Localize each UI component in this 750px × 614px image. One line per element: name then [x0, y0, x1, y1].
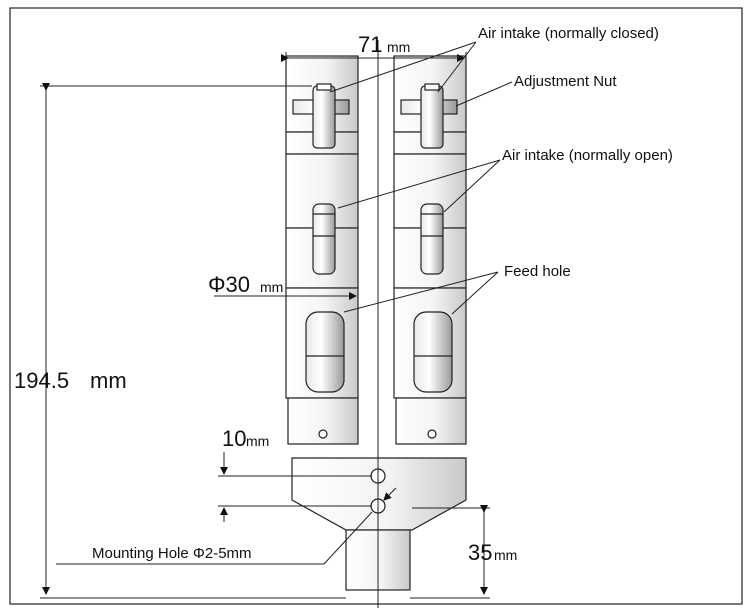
width-value: 71 — [358, 32, 382, 57]
mounting-bracket — [291, 457, 467, 591]
right-closed-fitting-cap — [424, 83, 440, 91]
width-unit: mm — [387, 39, 410, 55]
height-value: 194.5 — [14, 368, 69, 393]
air-intake-closed-label: Air intake (normally closed) — [478, 25, 659, 42]
left-collar-hole — [318, 429, 328, 439]
diameter-value: Φ30 — [208, 272, 250, 297]
left-feed-fitting — [305, 311, 345, 393]
left-closed-fitting — [312, 85, 336, 149]
right-open-fitting — [420, 203, 444, 275]
feed-hole-label: Feed hole — [504, 263, 571, 280]
hole-spacing-value: 10 — [222, 426, 246, 451]
leader-lines — [56, 41, 513, 565]
left-closed-fitting-cap — [316, 83, 332, 91]
right-valve — [393, 55, 467, 445]
left-valve — [285, 55, 359, 445]
dimension-lines — [40, 52, 490, 599]
right-feed-fitting — [413, 311, 453, 393]
hole-spacing-unit: mm — [246, 433, 269, 449]
left-cylinder — [285, 153, 359, 229]
left-open-fitting — [312, 203, 336, 275]
base-height-unit: mm — [494, 547, 517, 563]
right-closed-fitting — [420, 85, 444, 149]
diameter-unit: mm — [260, 279, 283, 295]
right-collar-hole — [427, 429, 437, 439]
mounting-hole-label: Mounting Hole Φ2-5mm — [92, 545, 252, 562]
base-height-value: 35 — [468, 540, 492, 565]
height-unit: mm — [90, 368, 127, 393]
air-intake-open-label: Air intake (normally open) — [502, 147, 673, 164]
adjustment-nut-label: Adjustment Nut — [514, 73, 617, 90]
drawing-border — [9, 7, 743, 605]
